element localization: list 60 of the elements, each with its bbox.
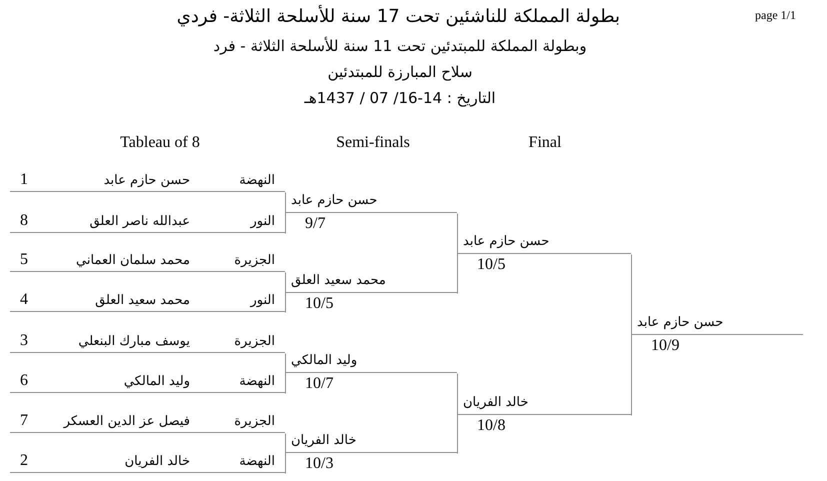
club-name: النهضة: [239, 373, 275, 389]
fencer-name: محمد سعيد العلق: [95, 292, 190, 308]
bracket-connector: [285, 453, 286, 474]
seed-number: 4: [20, 291, 28, 309]
fencer-name: حسن حازم عابد: [104, 172, 190, 188]
fencer-name: حسن حازم عابد: [463, 234, 550, 249]
seed-number: 1: [20, 171, 28, 189]
club-name: الجزيرة: [234, 252, 275, 268]
fencer-name: فيصل عز الدين العسكر: [64, 413, 190, 429]
page-number: page 1/1: [755, 8, 796, 23]
fencer-name: عبدالله ناصر العلق: [90, 213, 190, 229]
seed-number: 5: [20, 251, 28, 269]
fencer-name: وليد المالكي: [124, 373, 190, 389]
column-header: Tableau of 8: [119, 134, 201, 152]
bracket-connector: [631, 254, 632, 336]
score: 10/9: [651, 337, 680, 355]
bracket-connector: [457, 373, 458, 416]
fencer-name: يوسف مبارك البنعلي: [78, 333, 190, 349]
bracket-connector: [457, 415, 458, 454]
subtitle: وبطولة المملكة للمبتدئين تحت 11 سنة للأسلحة الثلاثة - فرد: [212, 37, 588, 55]
fencer-name: محمد سلمان العماني: [76, 252, 190, 268]
column-header: Semi-finals: [335, 134, 411, 152]
fencer-name: خالد الفريان: [463, 395, 528, 410]
bracket-connector: [631, 335, 632, 416]
club-name: الجزيرة: [234, 333, 275, 349]
score: 10/7: [305, 375, 334, 393]
bracket-connector: [285, 433, 286, 454]
bracket-connector: [285, 293, 286, 313]
fencer-name: خالد الفريان: [291, 433, 356, 448]
bracket-connector: [285, 353, 286, 374]
fencer-name: حسن حازم عابد: [637, 315, 724, 330]
bracket-connector: [457, 213, 458, 255]
fencer-name: حسن حازم عابد: [291, 193, 378, 208]
score: 9/7: [305, 215, 326, 233]
bracket-connector: [285, 213, 286, 234]
title: بطولة المملكة للناشئين تحت 17 سنة للأسلحة الثلاثة- فردي: [180, 6, 620, 27]
bracket-connector: [285, 272, 286, 294]
score: 10/5: [305, 295, 334, 313]
seed-number: 2: [20, 452, 28, 470]
bracket-connector: [457, 254, 458, 294]
fencer-name: خالد الفريان: [124, 453, 190, 469]
club-name: الجزيرة: [234, 413, 275, 429]
club-name: النور: [250, 213, 275, 229]
score: 10/3: [305, 455, 334, 473]
seed-number: 7: [20, 412, 28, 430]
seed-number: 6: [20, 372, 28, 390]
subtitle: سلاح المبارزة للمبتدئين: [326, 63, 474, 81]
date-line: التاريخ : 14-16/ 07 / 1437هـ: [303, 89, 497, 107]
club-name: النهضة: [239, 453, 275, 469]
club-name: النور: [250, 292, 275, 308]
seed-number: 3: [20, 332, 28, 350]
club-name: النهضة: [239, 172, 275, 188]
score: 10/8: [477, 417, 506, 435]
bracket-connector: [285, 373, 286, 394]
fencer-name: وليد المالكي: [291, 353, 358, 368]
column-header: Final: [528, 134, 562, 152]
seed-number: 8: [20, 212, 28, 230]
bracket-connector: [285, 192, 286, 214]
score: 10/5: [477, 256, 506, 274]
fencer-name: محمد سعيد العلق: [291, 273, 386, 288]
